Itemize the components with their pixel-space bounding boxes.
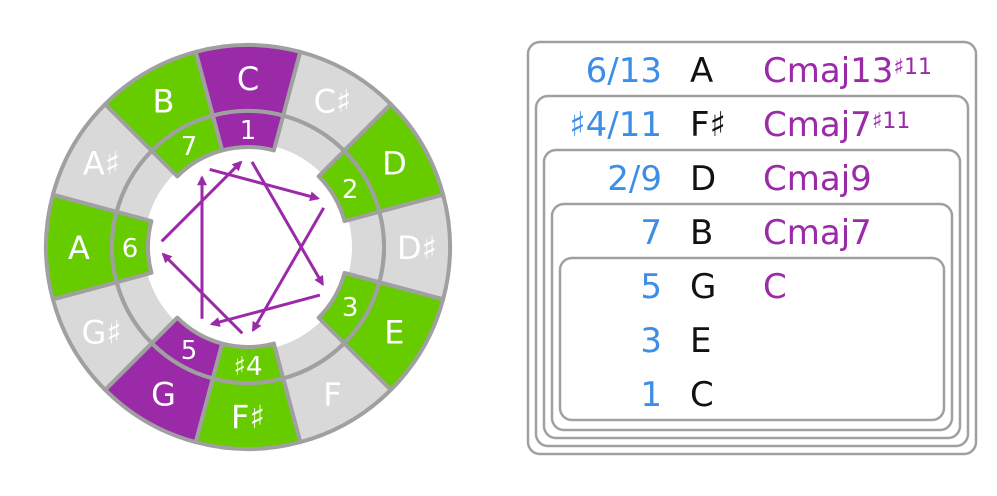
- chord-frame: [550, 202, 954, 432]
- degree-cell: 5: [640, 267, 662, 307]
- interval-arrows: [160, 160, 325, 335]
- chord-cell: Cmaj9: [763, 159, 872, 199]
- degree-segment-5: 5: [149, 315, 225, 381]
- outer-note-ring: C C♯ D D♯ E F F♯ G G♯ A A♯ B: [44, 43, 452, 451]
- chord-name: Cmaj7: [763, 213, 872, 253]
- chord-name: Cmaj7: [763, 105, 872, 145]
- interval-arrow: [250, 161, 324, 287]
- degree-label: 7: [181, 132, 198, 162]
- chord-cell: Cmaj7♯11: [763, 105, 910, 145]
- note-cell: B: [690, 213, 713, 253]
- chord-frame: [542, 148, 962, 440]
- note-segment-a: A: [44, 192, 119, 302]
- note-label: C: [237, 60, 259, 98]
- degree-cell: 2/9: [607, 159, 662, 199]
- nested-frames: [526, 40, 978, 456]
- degree-segment-sharp4: ♯4: [210, 341, 286, 386]
- note-cell: C: [690, 375, 714, 415]
- degree-label: 5: [181, 336, 198, 366]
- interval-arrow: [251, 207, 325, 333]
- ladder-row: ♯4/11 F♯ Cmaj7♯11: [569, 105, 910, 145]
- degree-cell: ♯4/11: [569, 105, 662, 145]
- chord-name: Cmaj13: [763, 51, 893, 91]
- chord-name: C: [763, 267, 787, 307]
- degree-cell: 7: [640, 213, 662, 253]
- note-label: G♯: [81, 314, 121, 352]
- chord-frame: [558, 256, 946, 422]
- chord-frame: [534, 94, 970, 448]
- note-label: E: [384, 314, 404, 352]
- degree-segment-1: 1: [210, 108, 286, 153]
- note-label: A♯: [83, 145, 120, 183]
- degree-segment-shape: [210, 108, 286, 153]
- ladder-row: 2/9 D Cmaj9: [607, 159, 872, 199]
- note-cell: F♯: [690, 105, 726, 145]
- degree-label: 3: [342, 293, 359, 323]
- degree-label: 2: [342, 175, 359, 205]
- note-label: D♯: [397, 229, 437, 267]
- note-cell: D: [690, 159, 716, 199]
- note-label: C♯: [314, 83, 352, 121]
- degree-segment-shape: [316, 270, 382, 346]
- degree-segment-2: 2: [316, 148, 382, 224]
- degree-label: ♯4: [233, 352, 262, 382]
- note-cell: G: [690, 267, 716, 307]
- interval-arrow: [161, 252, 244, 335]
- note-label: D: [382, 145, 407, 183]
- chord-frame: [526, 40, 978, 456]
- degree-segment-shape: [149, 113, 225, 179]
- chord-cell: Cmaj13♯11: [763, 51, 932, 91]
- degree-label: 1: [240, 116, 257, 146]
- chord-superscript: ♯11: [872, 109, 911, 134]
- degree-segment-shape: [149, 315, 225, 381]
- ladder-row: 6/13 A Cmaj13♯11: [586, 51, 932, 91]
- degree-segment-shape: [109, 209, 154, 285]
- degree-cell: 6/13: [586, 51, 662, 91]
- note-label: A: [68, 229, 90, 267]
- note-label: F: [323, 375, 341, 413]
- chord-name: Cmaj9: [763, 159, 872, 199]
- note-label: B: [153, 83, 175, 121]
- note-label: F♯: [231, 398, 265, 436]
- degree-label: 6: [122, 234, 139, 264]
- interval-arrow: [160, 160, 243, 243]
- degree-segment-7: 7: [149, 113, 225, 179]
- note-cell: A: [690, 51, 713, 91]
- note-label: G: [151, 375, 176, 413]
- chord-cell: C: [763, 267, 787, 307]
- degree-cell: 3: [640, 321, 662, 361]
- degree-cell: 1: [640, 375, 662, 415]
- degree-segment-shape: [316, 148, 382, 224]
- degree-segment-3: 3: [316, 270, 382, 346]
- note-cell: E: [690, 321, 711, 361]
- chord-wheel-diagram: C C♯ D D♯ E F F♯ G G♯ A A♯ B 1 2 3 ♯4 5 6 7: [44, 43, 452, 451]
- inner-degree-ring: 1 2 3 ♯4 5 6 7: [109, 108, 386, 386]
- degree-segment-6: 6: [109, 209, 154, 285]
- chord-cell: Cmaj7: [763, 213, 872, 253]
- chord-superscript: ♯11: [893, 55, 932, 80]
